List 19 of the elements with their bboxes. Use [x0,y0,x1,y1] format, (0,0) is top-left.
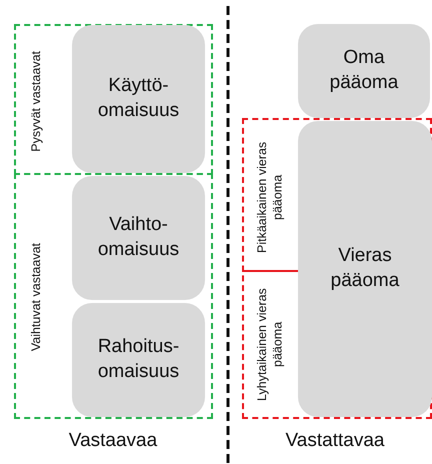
category-box [298,121,432,417]
column-heading: Vastattavaa [286,430,384,452]
group-label: Pitkäaikainen vieras pääoma [255,140,286,255]
group-frame [14,173,213,419]
group-frame [242,118,432,419]
category-box [72,303,205,417]
category-label: Rahoitus-omaisuus [96,335,180,384]
column-heading: Vastaavaa [68,430,158,452]
category-box [72,25,205,173]
category-label: Käyttö-omaisuus [96,74,180,123]
category-label: Vaihto-omaisuus [96,213,180,262]
group-frame [14,24,213,175]
category-label: Oma pääoma [328,46,400,95]
group-label: Lyhytaikainen vieras pääoma [255,287,286,403]
category-box [298,24,430,118]
category-label: Vieras pääoma [330,244,400,293]
category-box [72,176,205,300]
group-label: Vaihtuvat vastaavat [29,242,44,352]
group-label: Pysyvät vastaavat [29,51,44,152]
